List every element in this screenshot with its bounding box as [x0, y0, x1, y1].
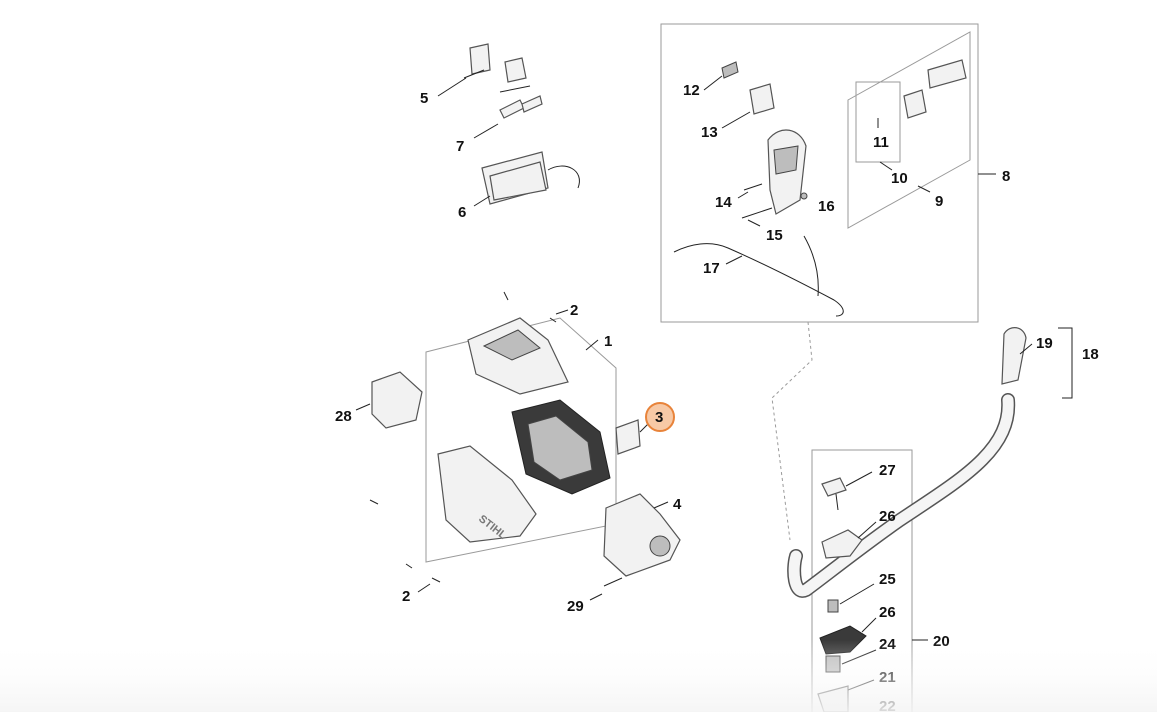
callout-17[interactable]: 17	[703, 260, 720, 277]
callout-10[interactable]: 10	[891, 170, 908, 187]
callout-9[interactable]: 9	[935, 193, 943, 210]
contact-springs-7	[499, 95, 543, 119]
gasket-3	[615, 419, 641, 455]
loop-handle-bar	[787, 393, 1016, 598]
callout-4[interactable]: 4	[673, 496, 682, 513]
grip-19	[1001, 327, 1027, 385]
motor-flange-4	[603, 493, 681, 577]
callout-25[interactable]: 25	[879, 571, 896, 588]
bottom-fade-band	[0, 640, 1157, 712]
leader-lines	[355, 75, 1033, 691]
callout-3[interactable]: 3	[655, 409, 663, 426]
screw-29	[603, 577, 623, 587]
loop-handle-bracket	[1058, 327, 1073, 399]
housing-cover-top	[467, 317, 569, 395]
callout-28[interactable]: 28	[335, 408, 352, 425]
electronics-housing-6	[481, 151, 580, 205]
housing-frame	[425, 317, 617, 563]
callout-2[interactable]: 2	[402, 588, 410, 605]
control-cable-17	[673, 235, 844, 317]
handle-assembly-frame	[660, 23, 979, 323]
callout-labels: 1 2 2 3 4 5 6 7 8 9 10 11 12 13 14 15 16…	[335, 82, 1099, 712]
housing-frame-part	[511, 399, 611, 495]
rear-handle	[767, 129, 807, 215]
callout-27[interactable]: 27	[879, 462, 896, 479]
callout-13[interactable]: 13	[701, 124, 718, 141]
callout-15[interactable]: 15	[766, 227, 783, 244]
callout-1[interactable]: 1	[604, 333, 612, 350]
callout-8[interactable]: 8	[1002, 168, 1010, 185]
trigger-parts-9	[903, 59, 967, 119]
cover-28	[371, 371, 423, 429]
connector-dashed-line	[771, 321, 813, 541]
callout-19[interactable]: 19	[1036, 335, 1053, 352]
callout-12[interactable]: 12	[683, 82, 700, 99]
callout-7[interactable]: 7	[456, 138, 464, 155]
callout-29[interactable]: 29	[567, 598, 584, 615]
callout-2[interactable]: 2	[570, 302, 578, 319]
housing-shell-left: STIHL	[437, 445, 537, 543]
callout-5[interactable]: 5	[420, 90, 428, 107]
callout-3-highlight[interactable]	[645, 402, 675, 432]
screws-2	[369, 291, 557, 583]
switch-parts-5	[463, 43, 531, 93]
callout-11[interactable]: 11	[873, 134, 889, 151]
callout-6[interactable]: 6	[458, 204, 466, 221]
callout-16[interactable]: 16	[818, 198, 835, 215]
callout-18[interactable]: 18	[1082, 346, 1099, 363]
callout-14[interactable]: 14	[715, 194, 732, 211]
handle-hardware	[721, 61, 808, 219]
callout-26[interactable]: 26	[879, 508, 896, 525]
callout-26[interactable]: 26	[879, 604, 896, 621]
